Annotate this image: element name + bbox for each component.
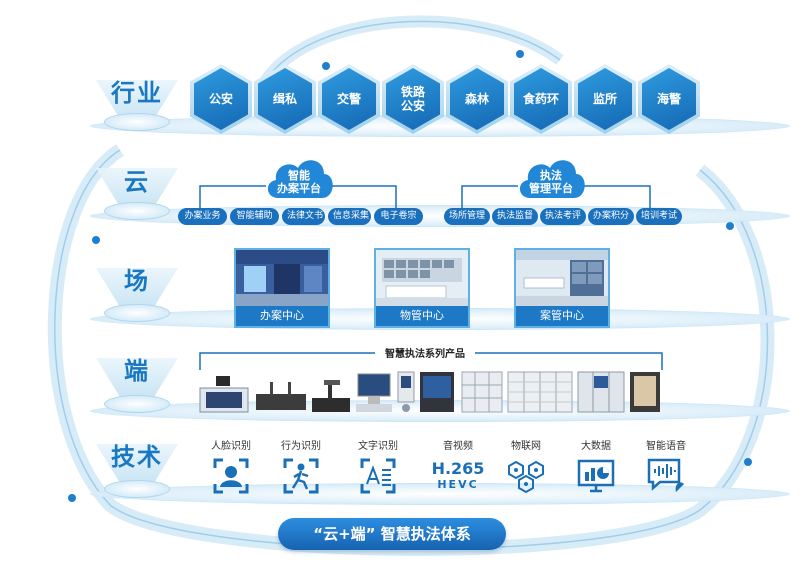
orbit-dot xyxy=(322,62,330,70)
tech-label: 大数据 xyxy=(581,441,611,452)
scene-label: 办案中心 xyxy=(236,306,328,326)
cloud-item: 电子卷宗 xyxy=(374,208,423,225)
cloud-icon xyxy=(267,160,333,198)
face-recognition-icon xyxy=(213,458,249,494)
layer-label-terminal: 端 xyxy=(124,357,150,385)
voice-icon xyxy=(647,458,684,492)
layer-label-tech: 技术 xyxy=(111,443,163,471)
big-data-icon xyxy=(577,459,615,493)
tech-label: 智能语音 xyxy=(646,441,686,452)
layer-label-industry: 行业 xyxy=(111,79,163,107)
layer-disc xyxy=(104,202,170,220)
top-arc-line xyxy=(259,20,561,91)
wall-screen-device xyxy=(420,372,454,412)
cloud-item: 法律文书 xyxy=(282,208,325,225)
codec-name: H.265 xyxy=(431,459,485,478)
system-banner: “云+端” 智慧执法体系 xyxy=(278,518,506,550)
layer-disc xyxy=(104,304,170,322)
evidence-scanner-device xyxy=(312,380,350,412)
cloud-item: 执法监督 xyxy=(492,208,538,225)
industry-hex: 森林 xyxy=(446,64,508,134)
industry-hex: 交警 xyxy=(318,64,380,134)
orbit-dot xyxy=(726,222,734,230)
interrogation-desk-device xyxy=(199,376,249,413)
cloud-item: 办案业务 xyxy=(178,208,227,225)
storage-room-image xyxy=(376,250,468,306)
text-recognition-icon xyxy=(360,458,396,494)
scene-label: 物管中心 xyxy=(376,306,468,326)
cloud-icon xyxy=(519,160,585,198)
tech-label: 音视频 xyxy=(443,441,473,452)
face-terminal-device xyxy=(397,371,415,412)
recorder-device xyxy=(256,382,306,410)
terminal-title: 智慧执法系列产品 xyxy=(375,345,475,361)
cloud-item: 办案积分 xyxy=(588,208,634,225)
cloud-item: 信息采集 xyxy=(328,208,371,225)
tech-label: 人脸识别 xyxy=(211,441,251,452)
cloud-item: 智能辅助 xyxy=(230,208,279,225)
cloud-title-left: 智能 办案平台 xyxy=(277,169,321,195)
scene-card: 案管中心 xyxy=(514,248,610,328)
layer-disc xyxy=(104,480,170,498)
behavior-recognition-icon xyxy=(283,458,319,494)
industry-hex: 缉私 xyxy=(254,64,316,134)
tech-label: 文字识别 xyxy=(358,441,398,452)
tech-band xyxy=(90,483,790,505)
cloud-item: 执法考评 xyxy=(540,208,586,225)
smart-cabinet-device xyxy=(577,371,625,413)
scene-label: 案管中心 xyxy=(516,306,608,326)
cloud-item: 场所管理 xyxy=(444,208,490,225)
layer-disc xyxy=(104,113,170,131)
id-reader-terminal-device xyxy=(356,373,392,412)
cloud-item: 培训考试 xyxy=(636,208,682,225)
booth-device xyxy=(630,372,660,412)
tech-label: 物联网 xyxy=(511,441,541,452)
locker-cabinet-device xyxy=(461,371,503,413)
orbit-dot xyxy=(68,494,76,502)
orbit-dot xyxy=(516,50,524,58)
scene-card: 办案中心 xyxy=(234,248,330,328)
orbit-dot xyxy=(744,458,752,466)
cloud-title-right: 执法 管理平台 xyxy=(529,169,573,195)
iot-icon xyxy=(508,460,544,494)
case-room-image xyxy=(516,250,608,306)
layer-label-cloud: 云 xyxy=(124,168,150,196)
tech-label: 行为识别 xyxy=(281,441,321,452)
codec-name-sub: HEVC xyxy=(437,478,479,491)
layer-disc xyxy=(104,395,170,413)
layer-label-scene: 场 xyxy=(124,267,150,295)
office-room-image xyxy=(236,250,328,306)
scene-card: 物管中心 xyxy=(374,248,470,328)
evidence-locker-device xyxy=(507,371,573,413)
industry-hex: 铁路 公安 xyxy=(382,64,444,134)
orbit-dot xyxy=(92,236,100,244)
